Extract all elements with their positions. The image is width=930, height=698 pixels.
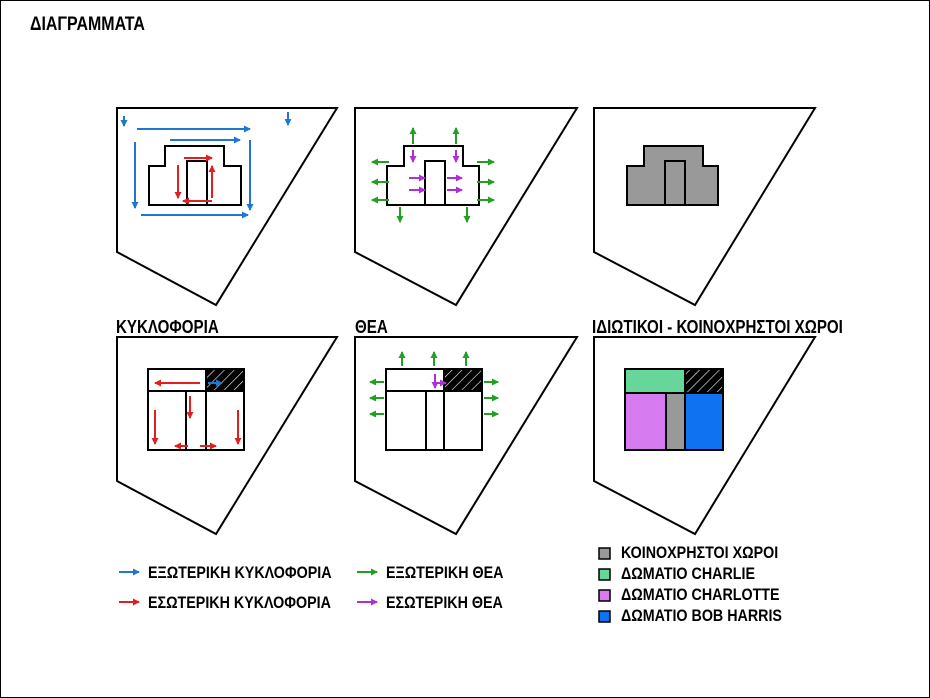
label-private-public: ΙΔΙΩΤΙΚΟΙ - ΚΟΙΝΟΧΡΗΣΤΟΙ ΧΩΡΟΙ: [592, 317, 843, 337]
building-roof-outline: [386, 145, 480, 206]
legend-label-room-bob-harris: ΔΩΜΑΤΙΟ BOB HARRIS: [621, 606, 782, 625]
legend-arrow-samples: [119, 568, 378, 606]
site-outlines: [116, 107, 817, 536]
diagram-view-plan: [369, 351, 499, 451]
site-outline-view-roof: [354, 107, 579, 307]
legend-label-external-circulation: ΕΞΩΤΕΡΙΚΗ ΚΥΚΛΟΦΟΡΙΑ: [148, 563, 332, 582]
diagram-zones-plan: [624, 368, 724, 451]
zone-room-charlotte: [624, 392, 667, 451]
diagram-view-roof: [371, 127, 495, 223]
hatched-void: [684, 368, 724, 394]
legend-room-charlotte-swatch: [598, 589, 611, 602]
legend-label-internal-view: ΕΣΩΤΕΡΙΚΗ ΘΕΑ: [386, 593, 503, 612]
site-outline-circulation-roof: [116, 107, 339, 307]
building-roof-outline: [148, 145, 242, 206]
diagram-circulation-roof: [120, 112, 292, 219]
site-outline-zones-plan: [593, 336, 817, 536]
building-core: [664, 160, 686, 206]
legend-label-room-charlie: ΔΩΜΑΤΙΟ CHARLIE: [621, 564, 755, 583]
building-core: [424, 160, 446, 206]
building-core: [186, 160, 208, 206]
external-view-arrows: [371, 127, 495, 223]
zone-room-charlie: [624, 368, 686, 394]
hatched-void: [443, 368, 483, 392]
site-outline-circulation-plan: [116, 336, 339, 536]
zone-shared-spaces: [665, 392, 686, 451]
legend-label-external-view: ΕΞΩΤΕΡΙΚΗ ΘΕΑ: [386, 563, 504, 582]
legend-zone-swatches: [598, 547, 611, 623]
internal-circulation-arrows: [174, 154, 216, 205]
diagram-circulation-plan: [147, 368, 245, 451]
site-outline-view-plan: [354, 336, 579, 536]
legend-room-charlie-swatch: [598, 568, 611, 581]
legend-label-room-charlotte: ΔΩΜΑΤΙΟ CHARLOTTE: [621, 585, 780, 604]
label-view: ΘΕΑ: [355, 317, 388, 337]
legend-label-internal-circulation: ΕΣΩΤΕΡΙΚΗ ΚΥΚΛΟΦΟΡΙΑ: [148, 593, 331, 612]
internal-circulation-arrows: [151, 379, 242, 450]
diagram-zones-roof: [626, 145, 719, 206]
legend-shared-spaces-swatch: [598, 547, 611, 560]
zone-room-bob-harris: [684, 392, 724, 451]
shared-spaces-roof: [626, 145, 719, 206]
site-outline-zones-roof: [593, 107, 817, 307]
internal-view-arrows: [431, 374, 447, 389]
legend-room-bob-harris-swatch: [598, 610, 611, 623]
label-circulation: ΚΥΚΛΟΦΟΡΙΑ: [116, 317, 219, 337]
external-circulation-arrows: [120, 112, 292, 219]
legend-label-shared-spaces: ΚΟΙΝΟΧΡΗΣΤΟΙ ΧΩΡΟΙ: [621, 543, 779, 562]
hatched-void: [205, 368, 245, 392]
external-view-arrows: [369, 351, 499, 418]
page-title: ΔΙΑΓΡΑΜΜΑΤΑ: [30, 14, 145, 35]
internal-view-arrows: [409, 150, 463, 194]
